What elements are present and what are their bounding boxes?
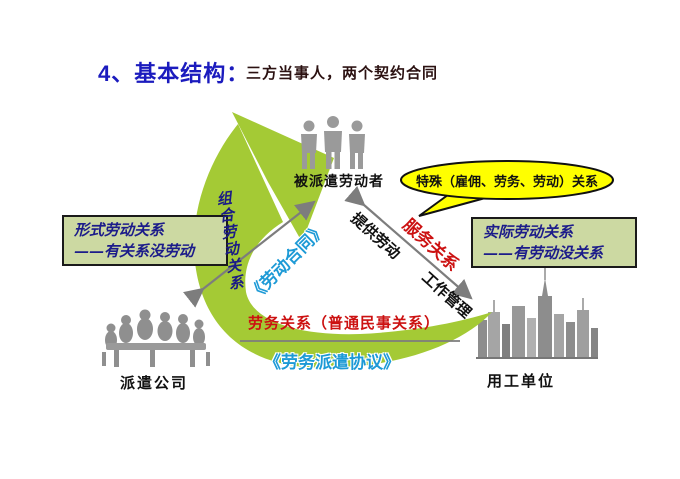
meeting-table-silhouette-icon	[102, 309, 210, 367]
formal-relation-line2: ——有关系没劳动	[74, 242, 195, 260]
relation-lines	[183, 185, 473, 342]
service-relation-line	[344, 185, 473, 300]
employer-label: 用工单位	[487, 372, 556, 390]
slide-title: 4、基本结构：	[98, 61, 250, 86]
labor-contract-line	[183, 200, 316, 308]
dispatch-agreement-label: 《劳务派遣协议》	[264, 353, 400, 372]
actual-relation-line2: ——有劳动没关系	[483, 244, 604, 262]
slide-subtitle: 三方当事人，两个契约合同	[246, 65, 439, 82]
workers-label: 被派遣劳动者	[294, 174, 384, 190]
formal-relation-box: 形式劳动关系 ——有关系没劳动	[62, 215, 228, 266]
civil-relation-label: 劳务关系（普通民事关系）	[247, 315, 440, 332]
special-relation-callout	[400, 160, 614, 217]
actual-relation-line1: 实际劳动关系	[483, 223, 574, 241]
special-relation-text: 特殊（雇佣、劳务、劳动）关系	[415, 174, 598, 189]
three-people-silhouette-icon	[301, 116, 365, 169]
actual-relation-box: 实际劳动关系 ——有劳动没关系	[471, 217, 637, 268]
city-skyline-icon	[476, 268, 598, 359]
dispatch-company-label: 派遣公司	[120, 374, 189, 392]
formal-relation-line1: 形式劳动关系	[74, 221, 165, 239]
